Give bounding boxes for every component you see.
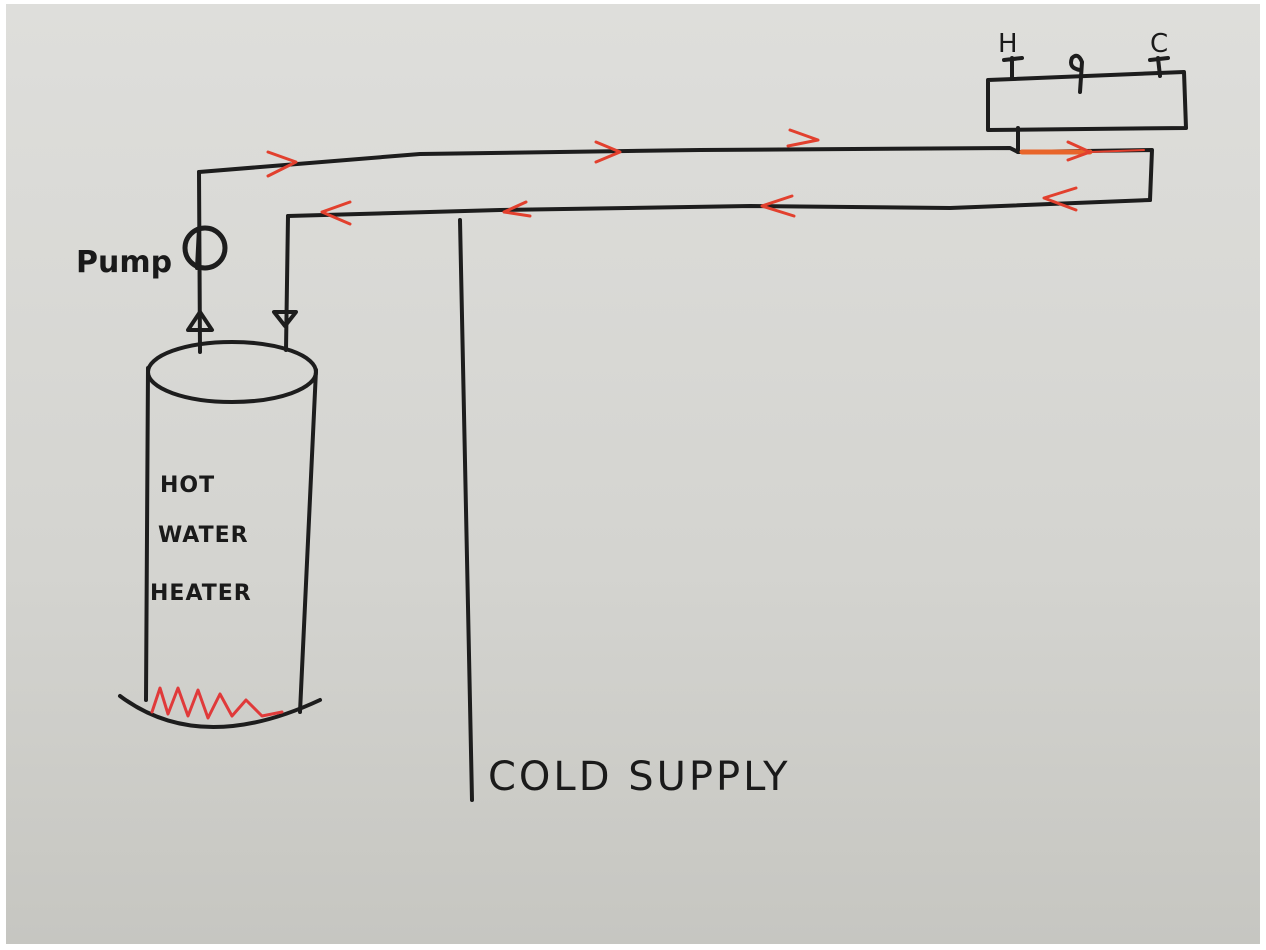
cold-tap-label: C (1150, 29, 1168, 59)
paper-sheet (6, 4, 1260, 944)
heater-label-line1: HOT (160, 473, 215, 498)
pump-label: Pump (76, 245, 172, 280)
cold-supply-label: COLD SUPPLY (488, 754, 791, 800)
heater-label-line3: HEATER (150, 581, 252, 606)
flow-arrows-return (320, 186, 1078, 226)
flow-arrows-supply (266, 128, 820, 178)
hot-outlet-pipe (197, 170, 202, 354)
fixture-flow-segment-2 (1089, 149, 1145, 153)
pump-icon (182, 225, 228, 271)
heater-label-line2: WATER (158, 523, 249, 548)
water-heater-tank (118, 340, 322, 730)
cold-supply-pipe (458, 218, 474, 802)
inlet-down-arrow (272, 310, 298, 328)
outlet-up-arrow (186, 310, 214, 332)
return-line (286, 198, 1152, 218)
burner-flame (150, 686, 284, 720)
return-inlet-pipe (284, 214, 290, 352)
sink-fixture (986, 53, 1188, 132)
hot-tap-label: H (998, 29, 1018, 59)
hot-supply-line (197, 146, 1020, 174)
fixture-flow-arrow (1066, 140, 1092, 162)
